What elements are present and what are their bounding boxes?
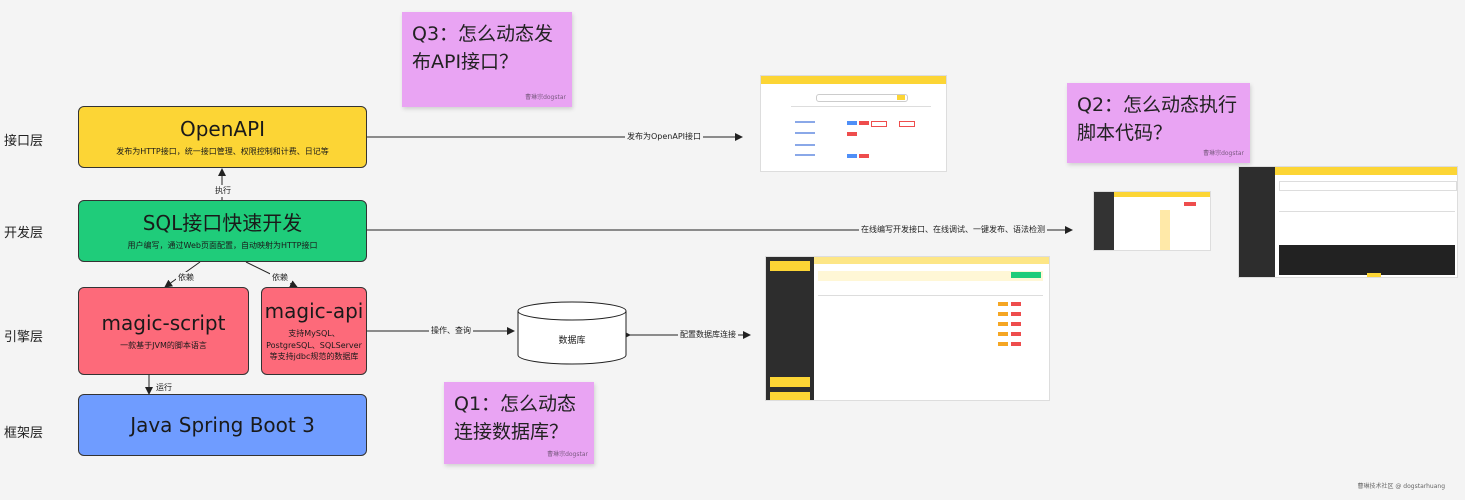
note-q3-credit: 曹琳宗dogstar — [525, 94, 566, 102]
sql-dev-desc: 用户编写，通过Web页面配置，自动映射为HTTP接口 — [127, 240, 318, 250]
edge-label-config-db: 配置数据库连接 — [678, 329, 738, 341]
note-q1-credit: 曹琳宗dogstar — [547, 451, 588, 459]
edge-label-depend1: 依赖 — [176, 272, 196, 284]
note-q2: Q2：怎么动态执行 脚本代码？ 曹琳宗dogstar — [1067, 83, 1250, 163]
note-q3: Q3：怎么动态发 布API接口？ 曹琳宗dogstar — [402, 12, 572, 107]
layer-label-api: 接口层 — [4, 134, 44, 149]
magic-script-box: magic-script 一款基于JVM的脚本语言 — [78, 287, 249, 375]
openapi-desc: 发布为HTTP接口，统一接口管理、权限控制和计费、日记等 — [116, 146, 329, 156]
database-label: 数据库 — [558, 336, 586, 346]
editor-screenshot-large — [1238, 166, 1458, 278]
openapi-screenshot — [760, 75, 947, 172]
sql-dev-box: SQL接口快速开发 用户编写，通过Web页面配置，自动映射为HTTP接口 — [78, 200, 367, 262]
magic-script-title: magic-script — [101, 310, 226, 335]
footer-credit: 曹琳技术社区 @ dogstarhuang — [1357, 483, 1445, 490]
magic-api-title: magic-api — [264, 299, 364, 324]
sql-dev-title: SQL接口快速开发 — [142, 210, 303, 235]
editor-screenshot-small — [1093, 191, 1211, 251]
layer-label-framework: 框架层 — [4, 426, 44, 441]
edge-label-operate-query: 操作、查询 — [429, 325, 473, 337]
spring-boot-box: Java Spring Boot 3 — [78, 394, 367, 456]
magic-script-desc: 一款基于JVM的脚本语言 — [120, 340, 207, 350]
database-cylinder — [517, 301, 627, 365]
note-q2-credit: 曹琳宗dogstar — [1203, 150, 1244, 158]
magic-api-desc: 支持MySQL、 PostgreSQL、SQLServer 等支持jdbc规范的… — [266, 329, 362, 362]
edge-label-online-dev: 在线编写开发接口、在线调试、一键发布、语法检测 — [859, 224, 1047, 236]
layer-label-engine: 引擎层 — [4, 330, 44, 345]
datasource-screenshot — [765, 256, 1050, 401]
edge-label-run: 运行 — [154, 382, 174, 394]
openapi-title: OpenAPI — [179, 116, 266, 141]
layer-label-dev: 开发层 — [4, 226, 44, 241]
edge-label-publish-openapi: 发布为OpenAPI接口 — [625, 131, 704, 143]
edge-label-depend2: 依赖 — [270, 272, 290, 284]
openapi-box: OpenAPI 发布为HTTP接口，统一接口管理、权限控制和计费、日记等 — [78, 106, 367, 168]
note-q1: Q1：怎么动态 连接数据库？ 曹琳宗dogstar — [444, 382, 594, 464]
edge-label-execute: 执行 — [213, 185, 233, 197]
spring-boot-title: Java Spring Boot 3 — [130, 413, 315, 437]
magic-api-box: magic-api 支持MySQL、 PostgreSQL、SQLServer … — [261, 287, 367, 375]
